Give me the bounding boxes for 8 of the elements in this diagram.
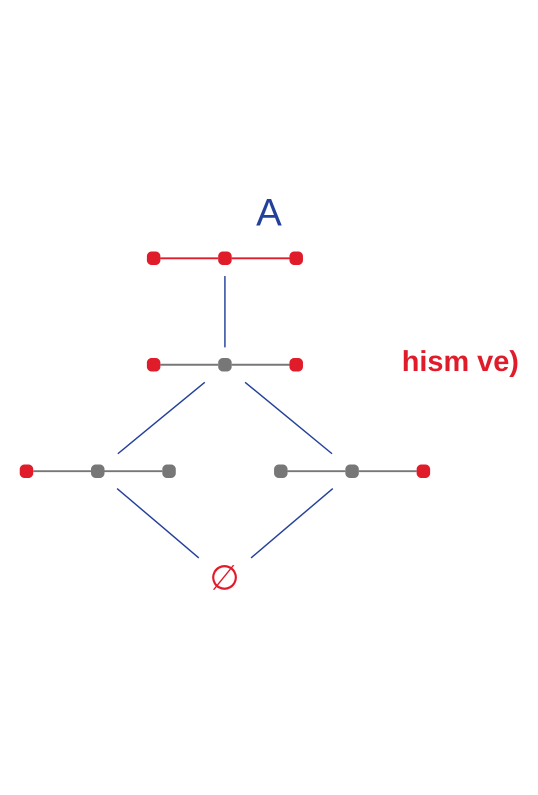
connector bbox=[250, 488, 334, 558]
connector bbox=[224, 276, 226, 348]
label: hism ve) bbox=[402, 346, 519, 378]
connector bbox=[117, 382, 206, 454]
connector bbox=[244, 382, 332, 454]
node-text: ∅ bbox=[210, 560, 240, 598]
diagram-title: A bbox=[256, 192, 282, 235]
connector bbox=[116, 488, 200, 558]
